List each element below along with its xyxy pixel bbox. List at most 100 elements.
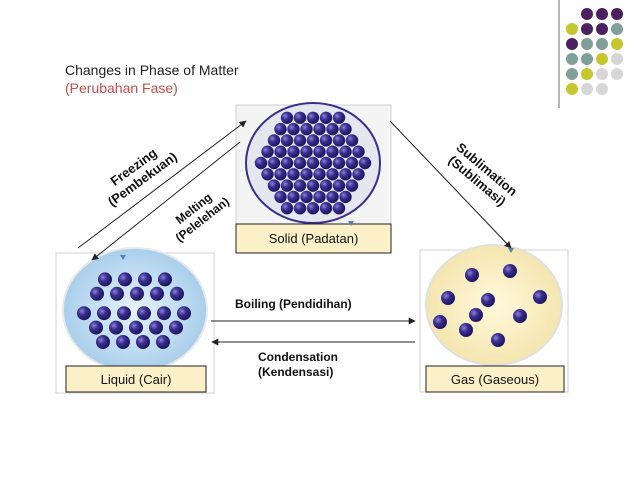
- decorative-dot: [566, 53, 578, 65]
- solid-particle: [332, 179, 346, 192]
- decorative-dot: [566, 23, 578, 35]
- decorative-dot: [596, 53, 608, 65]
- solid-label-box: [235, 223, 392, 254]
- gas-particle: [491, 333, 505, 347]
- solid-particle: [345, 156, 359, 170]
- liquid-particle: [98, 272, 112, 287]
- solid-label: Solid (Padatan): [268, 231, 359, 246]
- sublimation-arrow: [389, 120, 512, 249]
- solid-particle: [339, 190, 352, 204]
- solid-particle: [319, 111, 333, 125]
- solid-particle: [319, 202, 333, 215]
- solid-particle: [293, 179, 307, 192]
- solid-particle: [280, 202, 294, 215]
- gas-particles: [433, 264, 547, 347]
- solid-particle: [339, 168, 352, 181]
- liquid-particle: [138, 272, 152, 287]
- solid-particle: [274, 122, 287, 136]
- decorative-dot: [581, 38, 593, 50]
- solid-particle: [280, 134, 294, 147]
- solid-particle: [352, 145, 365, 158]
- page-title: Changes in Phase of Matter: [65, 62, 239, 78]
- decorative-dot: [596, 68, 608, 80]
- solid-particle: [306, 111, 320, 125]
- solid-particle: [358, 156, 372, 170]
- solid-particle: [300, 145, 313, 158]
- liquid-panel: [55, 247, 215, 394]
- decorative-dot: [581, 68, 593, 80]
- solid-particle: [254, 156, 268, 170]
- solid-particle: [267, 156, 281, 170]
- liquid-particle: [110, 286, 124, 301]
- decorative-dot: [581, 8, 593, 20]
- solid-marker: [348, 221, 354, 226]
- liquid-particle: [157, 306, 171, 321]
- freezing-arrow: [77, 120, 247, 249]
- solid-particle: [280, 179, 294, 192]
- solid-particle: [261, 168, 274, 181]
- solid-particle: [313, 190, 326, 204]
- condensation-label-en: Condensation: [258, 350, 338, 364]
- decorative-dot: [596, 8, 608, 20]
- liquid-particle: [89, 320, 103, 335]
- decorative-dot: [566, 38, 578, 50]
- liquid-particle: [96, 335, 110, 349]
- solid-particle: [332, 134, 346, 147]
- solid-particle: [332, 156, 346, 170]
- solid-particle: [306, 134, 320, 147]
- liquid-particle: [158, 272, 172, 287]
- solid-particle: [332, 202, 346, 215]
- solid-particle: [313, 168, 326, 181]
- solid-particle: [293, 202, 307, 215]
- solid-particle: [319, 156, 333, 170]
- liquid-particle: [150, 286, 164, 301]
- liquid-particle: [118, 272, 132, 287]
- solid-particle: [287, 190, 300, 204]
- decorative-dot: [611, 8, 623, 20]
- decorative-dot: [566, 83, 578, 95]
- gas-particle: [481, 293, 495, 307]
- solid-particle: [287, 145, 300, 158]
- solid-particle: [326, 168, 339, 181]
- liquid-particles: [77, 272, 191, 349]
- gas-particle: [459, 323, 473, 337]
- liquid-label-box: [65, 365, 207, 393]
- solid-panel: [235, 102, 392, 254]
- solid-particle: [326, 190, 339, 204]
- gas-label: Gas (Gaseous): [450, 371, 540, 387]
- solid-particles: [254, 111, 372, 215]
- decorative-dot: [581, 53, 593, 65]
- solid-particle: [319, 179, 333, 192]
- page-subtitle: (Perubahan Fase): [65, 80, 178, 96]
- gas-particle: [503, 264, 517, 278]
- gas-particle: [433, 315, 447, 329]
- gas-particle: [533, 290, 547, 304]
- solid-particle: [293, 156, 307, 170]
- liquid-particle: [156, 335, 170, 349]
- solid-particle: [326, 145, 339, 158]
- solid-particle: [267, 134, 281, 147]
- gas-particle: [441, 291, 455, 305]
- decorative-dot: [611, 68, 623, 80]
- gas-container-circle: [425, 244, 563, 366]
- liquid-particle: [129, 320, 143, 335]
- solid-particle: [339, 145, 352, 158]
- boiling-label: Boiling (Pendidihan): [235, 297, 352, 311]
- liquid-particle: [130, 286, 144, 301]
- solid-particle: [274, 145, 287, 158]
- decorative-dot: [596, 38, 608, 50]
- solid-particle: [280, 156, 294, 170]
- liquid-particle: [169, 320, 183, 335]
- decorative-dot: [581, 23, 593, 35]
- solid-particle: [267, 179, 281, 192]
- liquid-label: Liquid (Cair): [100, 371, 172, 387]
- decorative-dot: [596, 23, 608, 35]
- solid-particle: [261, 145, 274, 158]
- decorative-dot: [581, 83, 593, 95]
- gas-particle: [513, 309, 527, 323]
- decorative-dot: [611, 53, 623, 65]
- liquid-particle: [97, 306, 111, 321]
- decorative-dot: [611, 23, 623, 35]
- solid-particle: [280, 111, 294, 125]
